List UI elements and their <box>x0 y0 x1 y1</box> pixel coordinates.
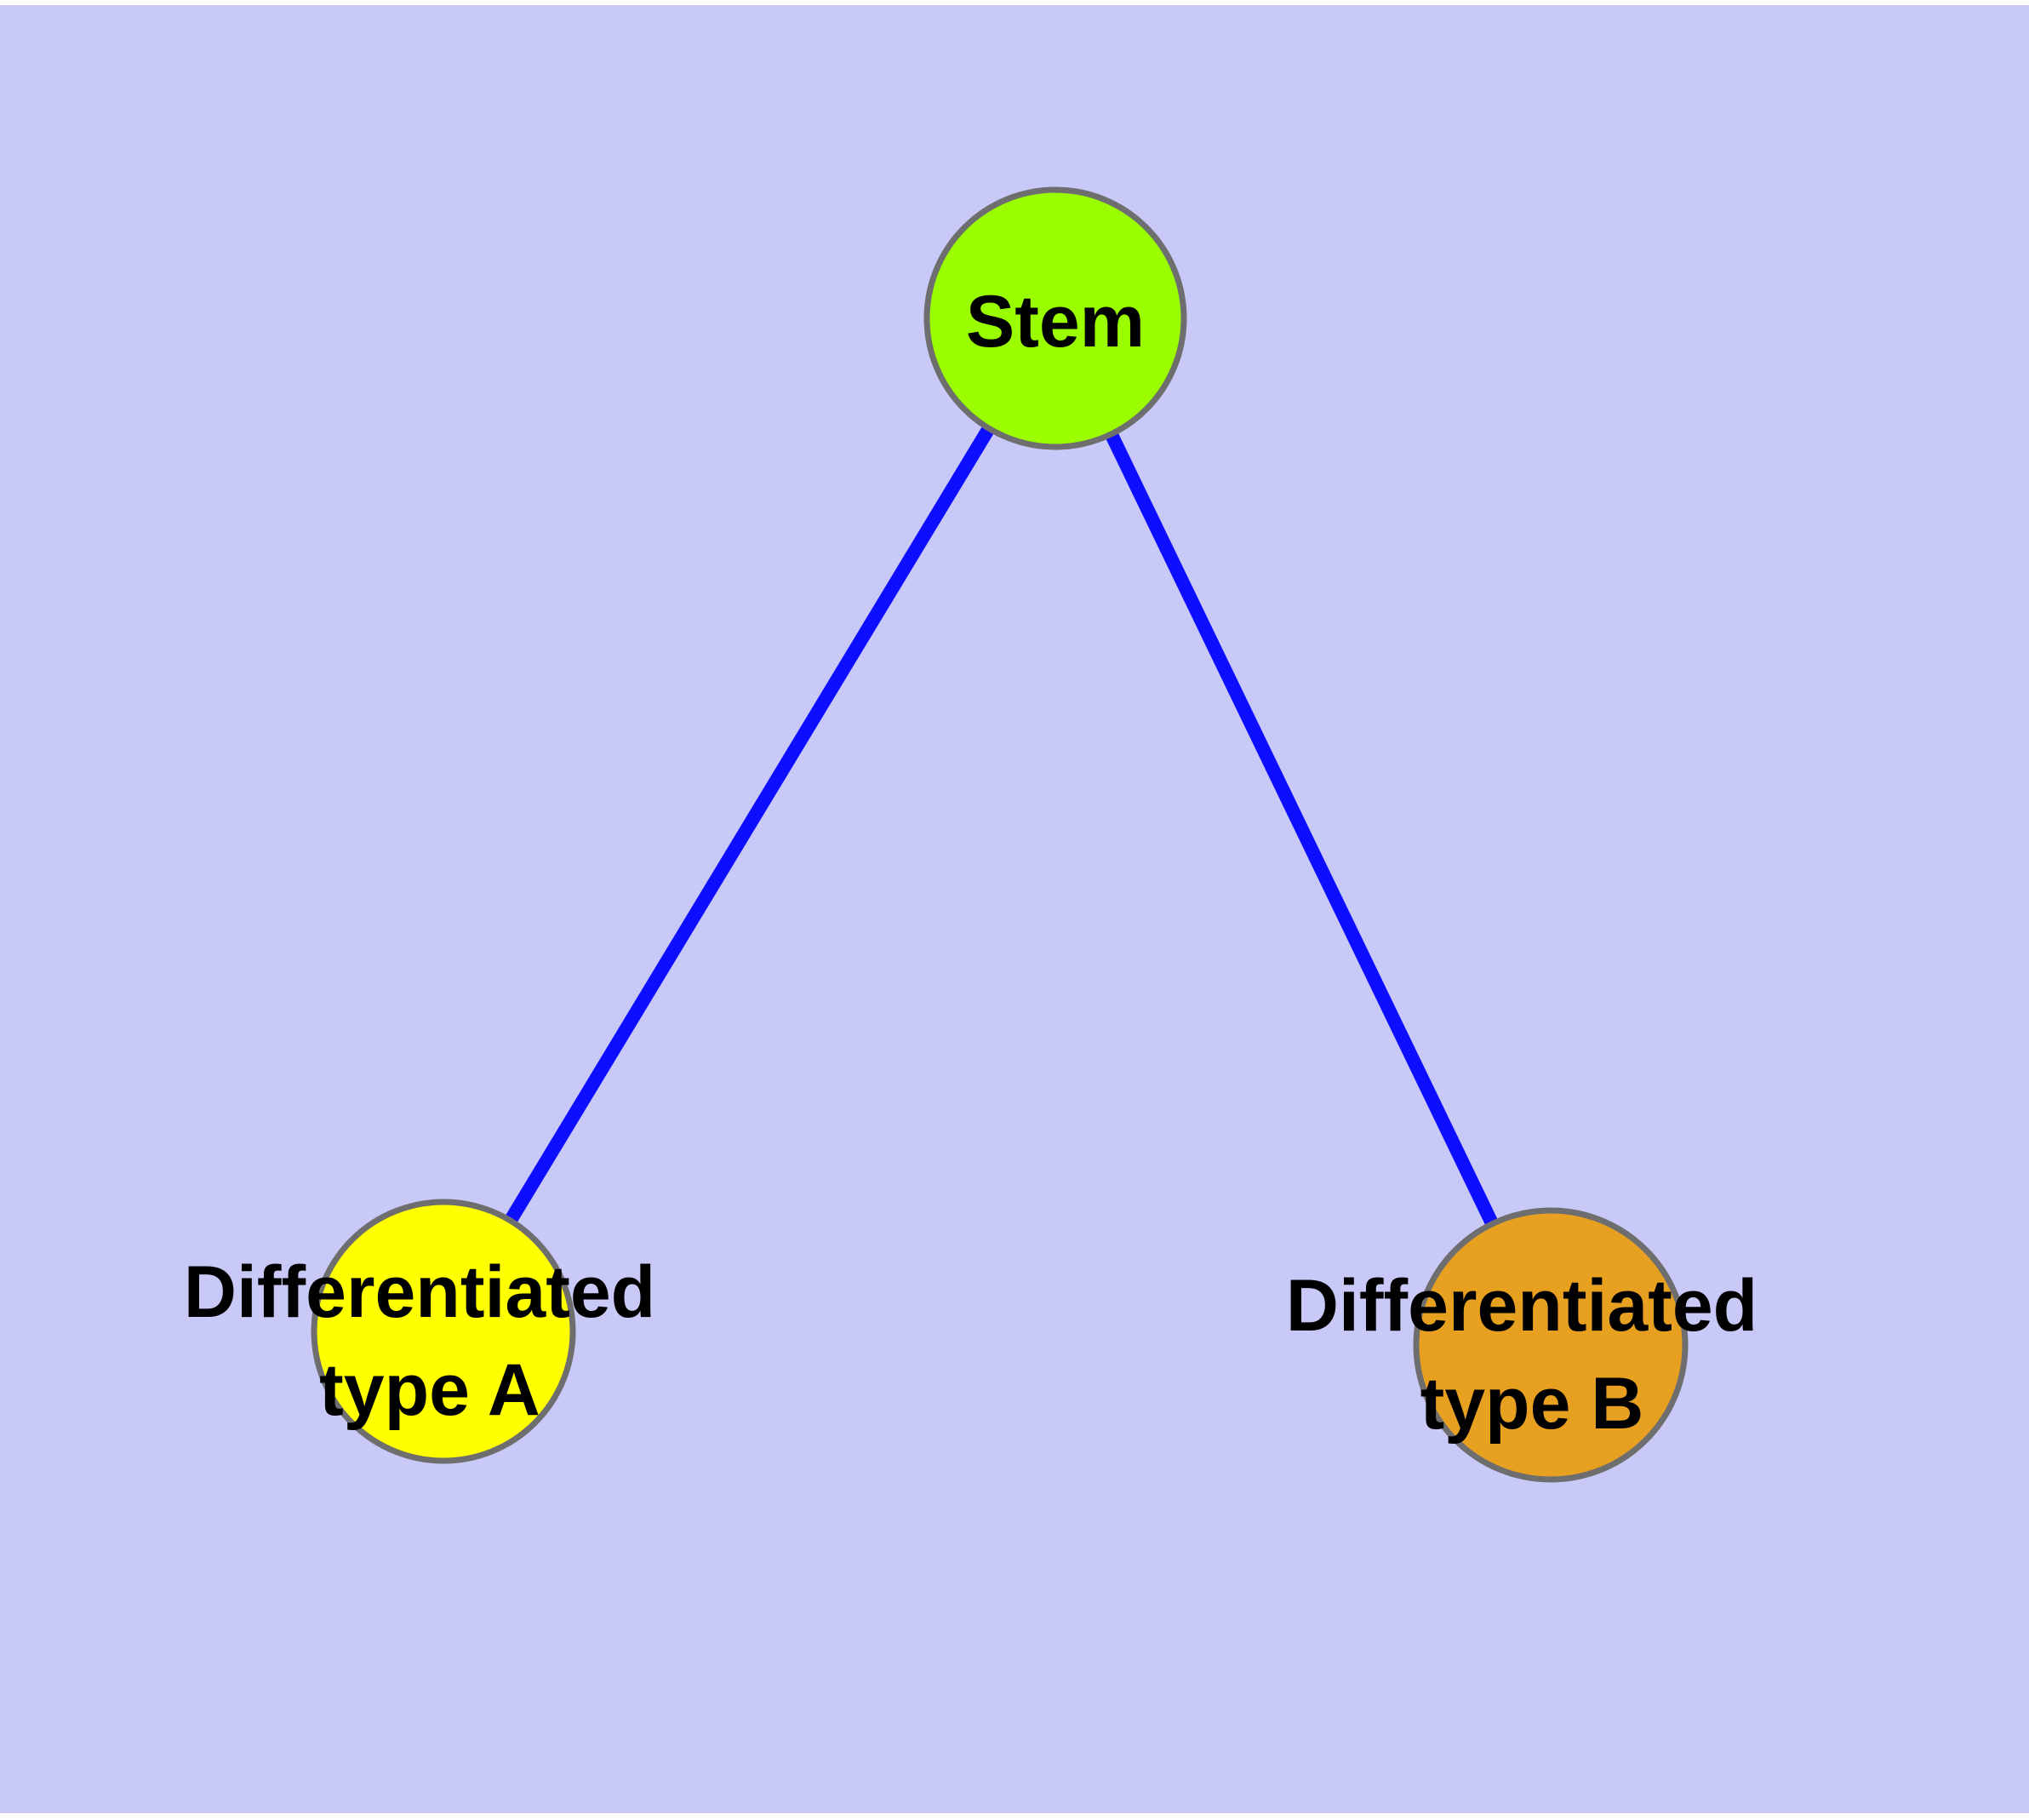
node-stem-label: Stem <box>966 281 1145 363</box>
node-type-b-label: Differentiated type B <box>1286 1265 1778 1445</box>
node-differentiated-type-b: Differentiated type B <box>1286 1207 1778 1483</box>
node-type-a-label-line-1: Differentiated <box>184 1251 655 1333</box>
node-type-b-label-line-2: type B <box>1420 1363 1644 1445</box>
node-type-a-label: Differentiated type A <box>184 1251 676 1431</box>
node-type-a-circle <box>311 1199 576 1464</box>
node-type-b-circle <box>1413 1207 1689 1483</box>
node-stem: Stem <box>923 186 1187 450</box>
node-differentiated-type-a: Differentiated type A <box>184 1199 676 1464</box>
edge-stem-to-type-a <box>437 314 1061 1336</box>
node-type-b-label-line-1: Differentiated <box>1286 1265 1758 1347</box>
node-stem-circle <box>923 186 1187 450</box>
edge-stem-to-type-b <box>1049 315 1557 1348</box>
node-type-a-label-line-2: type A <box>319 1349 540 1431</box>
